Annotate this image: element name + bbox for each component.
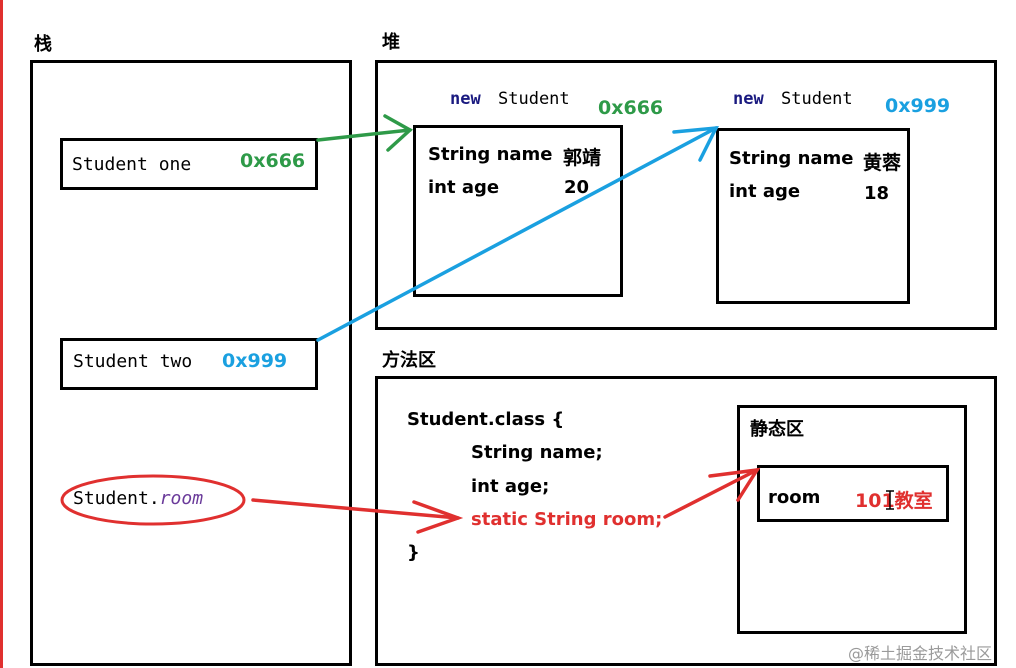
- static-room-box: [757, 465, 949, 522]
- left-edge-line: [0, 0, 3, 668]
- heap-obj2-name-label: String name: [729, 148, 854, 169]
- stack-label: 栈: [34, 34, 52, 55]
- heap-obj1-name-label: String name: [428, 144, 553, 165]
- heap-obj2-addr: 0x999: [885, 95, 951, 117]
- room-ref-ellipse: [60, 474, 246, 526]
- heap-obj2-age-label: int age: [729, 181, 801, 202]
- arrow-room-to-static-field: [251, 498, 464, 534]
- heap-obj1-addr: 0x666: [598, 97, 664, 119]
- watermark: @稀土掘金技术社区: [848, 644, 993, 663]
- static-area-label: 静态区: [750, 419, 804, 440]
- heap-obj1-age-value: 20: [564, 177, 590, 198]
- static-room-reference: Student.room: [73, 488, 203, 509]
- static-room-label: room: [768, 487, 821, 508]
- arrow-two-to-obj2: [316, 125, 719, 342]
- heap-obj1-age-label: int age: [428, 177, 500, 198]
- static-room-value: 101教室: [855, 490, 933, 512]
- heap-label: 堆: [382, 32, 400, 53]
- heap-box: [375, 60, 997, 330]
- method-area-box: [375, 376, 997, 666]
- heap-obj2-name-value: 黄蓉: [863, 152, 902, 174]
- static-area-box: [737, 405, 967, 634]
- class-close-line: }: [407, 542, 420, 563]
- stack-ref-two-addr: 0x999: [222, 350, 288, 372]
- class-open-line: Student.class {: [407, 409, 565, 430]
- static-room-field: room: [159, 488, 204, 509]
- heap-obj2-age-value: 18: [864, 183, 890, 204]
- field-static-line: static String room;: [471, 509, 663, 530]
- stack-ref-two: [60, 338, 318, 390]
- static-room-prefix: Student.: [73, 488, 160, 509]
- field-name-line: String name;: [471, 442, 603, 463]
- heap-obj1-name-value: 郭靖: [563, 147, 602, 169]
- heap-obj2-new-kw: new: [733, 89, 764, 109]
- arrow-static-field-to-static-area: [663, 467, 761, 519]
- heap-obj1-new-cls: Student: [498, 89, 570, 109]
- stack-ref-one-addr: 0x666: [240, 150, 306, 172]
- stack-ref-one-text: Student one: [72, 154, 192, 175]
- stack-ref-one: [60, 138, 318, 190]
- heap-obj2-box: [716, 128, 910, 304]
- stack-ref-two-text: Student two: [73, 351, 193, 372]
- field-age-line: int age;: [471, 476, 550, 497]
- text-cursor-icon: [886, 490, 894, 510]
- method-area-label: 方法区: [382, 350, 436, 371]
- heap-obj2-new-cls: Student: [781, 89, 853, 109]
- heap-obj1-new-kw: new: [450, 89, 481, 109]
- arrow-one-to-obj1: [316, 114, 413, 152]
- heap-obj1-box: [413, 125, 623, 297]
- stack-box: [30, 60, 352, 666]
